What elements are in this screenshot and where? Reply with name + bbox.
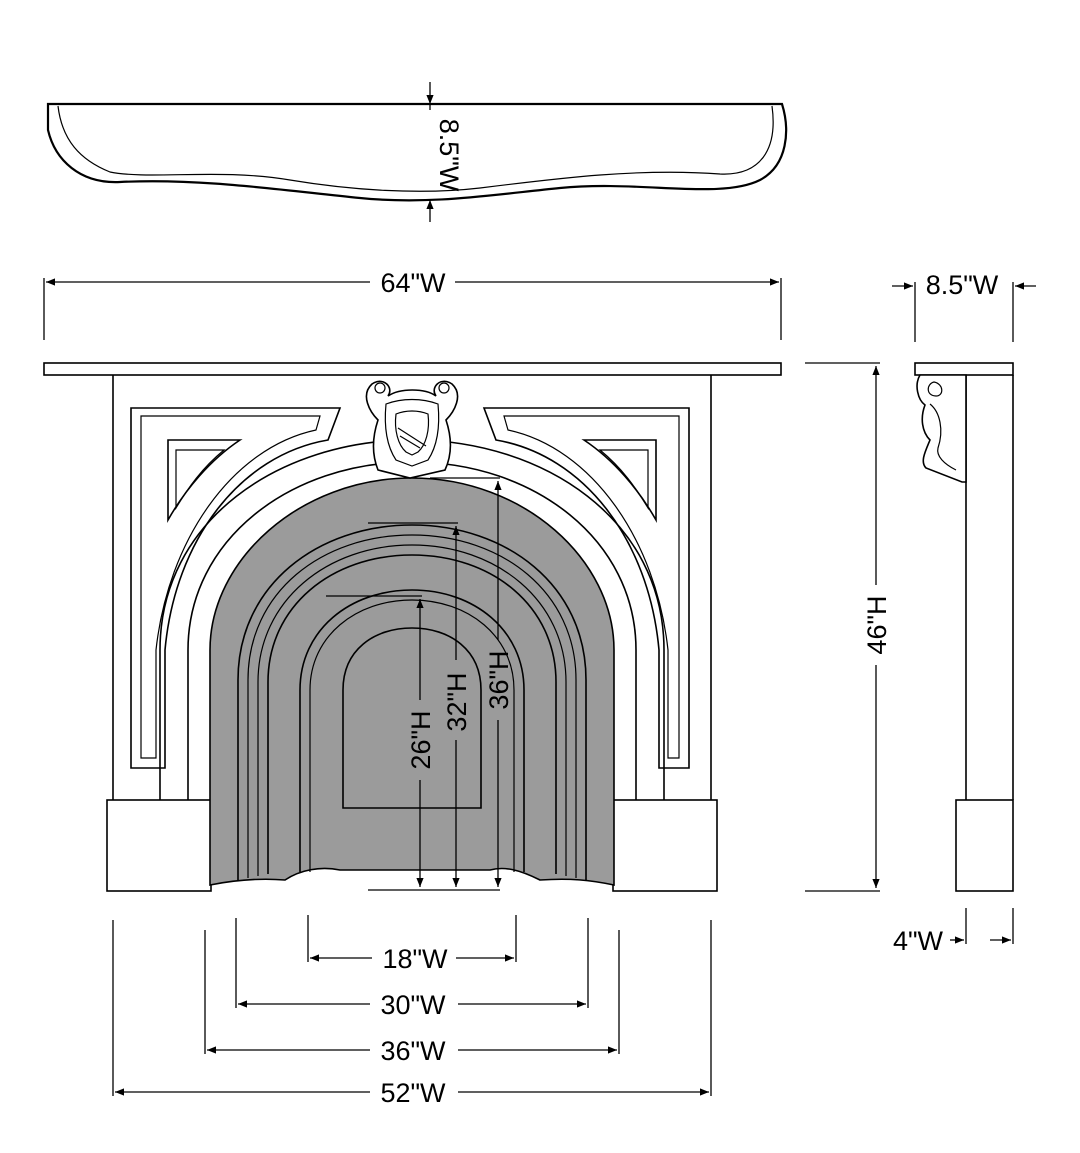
side-depth-label: 8.5"W <box>926 270 999 300</box>
arch-height-26-label: 26"H <box>406 710 436 769</box>
opening-52-dimension: 52"W <box>112 920 712 1108</box>
overall-height-dimension: 46"H <box>805 362 892 892</box>
arch-height-36-label: 36"H <box>484 650 514 709</box>
opening-36-dimension: 36"W <box>204 930 620 1066</box>
side-depth-dimension: 8.5"W <box>892 270 1036 342</box>
right-plinth <box>612 799 718 892</box>
plinth-4-dimension: 4"W <box>893 908 1014 956</box>
opening-30-label: 30"W <box>380 990 446 1020</box>
opening-18-dimension: 18"W <box>307 915 517 974</box>
top-depth-label: 8.5"W <box>434 119 464 192</box>
overall-width-label: 64"W <box>380 268 446 298</box>
arch-height-36-dimension: 36"H <box>430 477 514 887</box>
firebox-opening <box>209 477 615 886</box>
keystone-cartouche <box>365 380 459 479</box>
opening-30-dimension: 30"W <box>235 918 589 1020</box>
left-plinth <box>106 799 212 892</box>
plinth-4-label: 4"W <box>893 926 944 956</box>
right-spandrel-panel <box>482 407 690 769</box>
opening-52-label: 52"W <box>380 1078 446 1108</box>
side-shelf <box>914 362 1014 376</box>
left-spandrel-panel <box>130 407 342 769</box>
overall-height-label: 46"H <box>862 595 892 654</box>
opening-18-label: 18"W <box>382 944 448 974</box>
arch-height-32-dimension: 32"H <box>368 522 472 887</box>
overall-width-dimension: 64"W <box>43 268 782 340</box>
top-view-shelf <box>46 102 788 202</box>
top-depth-dimension: 8.5"W <box>426 82 464 222</box>
arch-height-26-dimension: 26"H <box>326 595 500 891</box>
front-elevation <box>43 362 782 892</box>
side-plinth <box>955 799 1014 892</box>
mantel-shelf <box>43 362 782 376</box>
side-elevation <box>914 362 1014 892</box>
opening-36-label: 36"W <box>380 1036 446 1066</box>
side-corbel <box>916 374 967 483</box>
arch-height-32-label: 32"H <box>442 672 472 731</box>
